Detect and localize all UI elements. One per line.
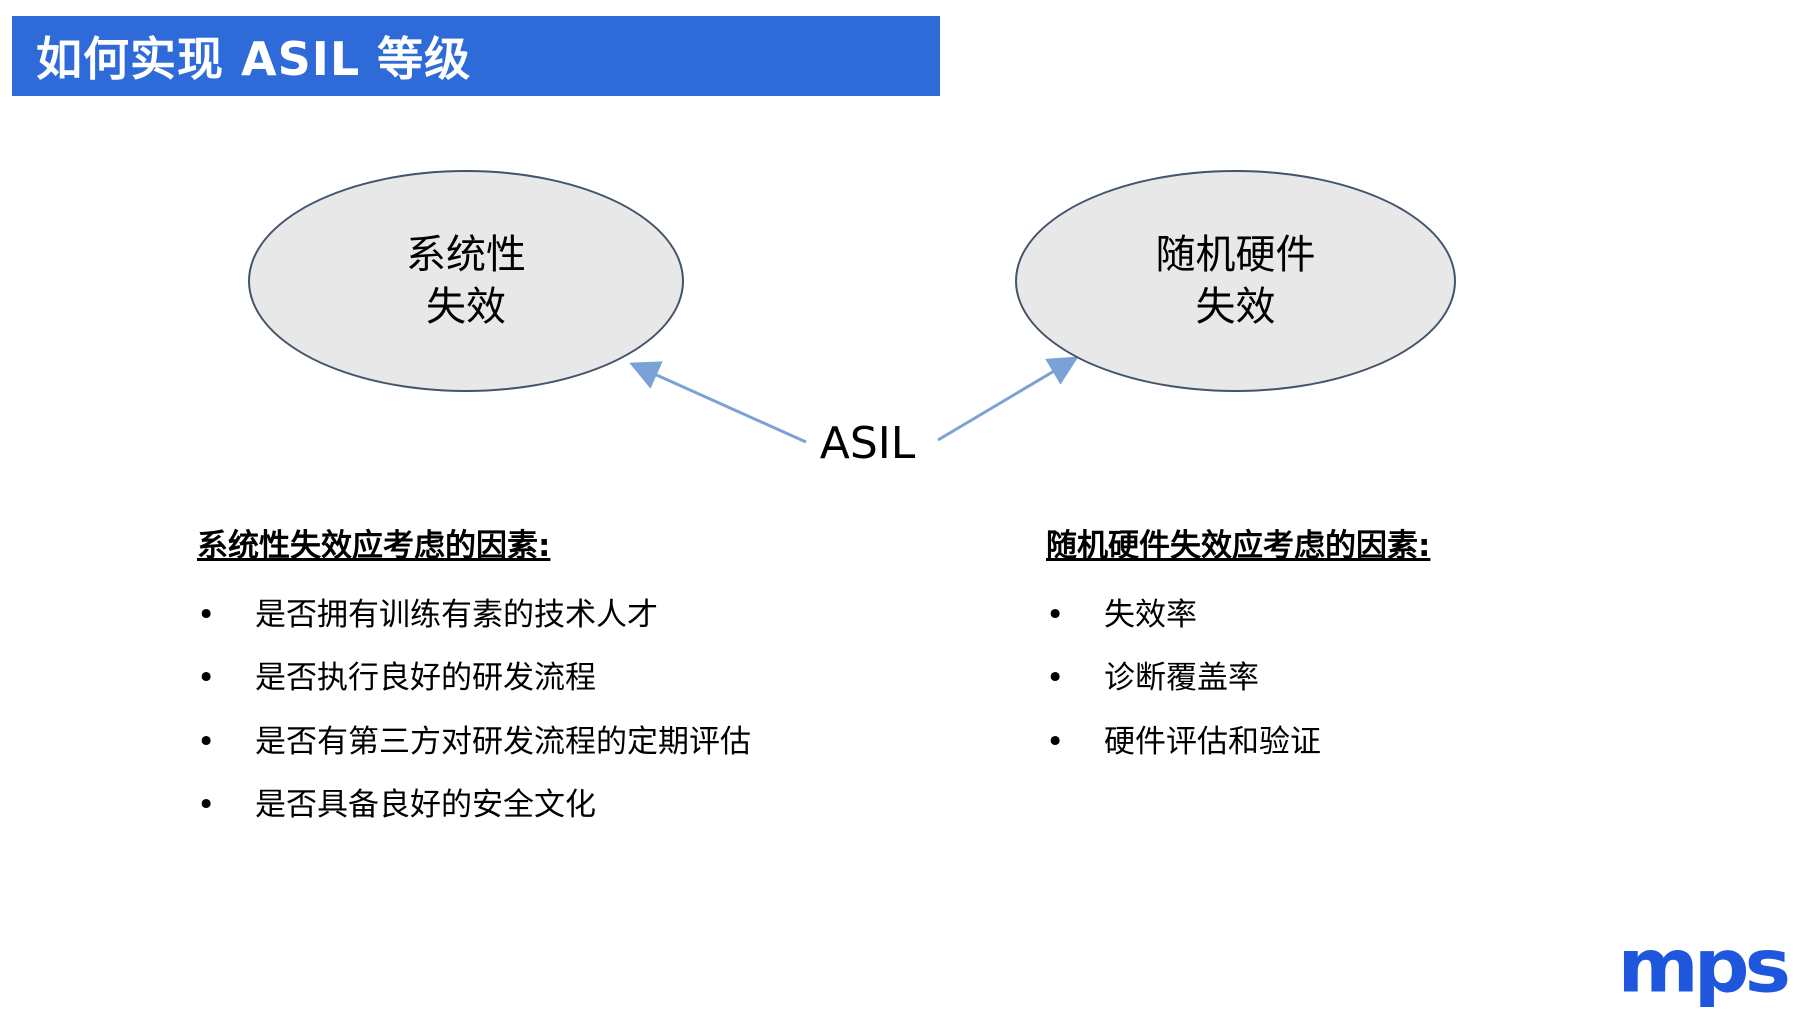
list-item: • 是否执行良好的研发流程 <box>197 658 897 698</box>
list-item-text: 硬件评估和验证 <box>1104 723 1321 760</box>
list-item: • 是否拥有训练有素的技术人才 <box>197 595 897 635</box>
list-item-text: 诊断覆盖率 <box>1104 660 1259 697</box>
random-hardware-factors-heading: 随机硬件失效应考虑的因素: <box>1046 528 1431 564</box>
arrow-to-left-ellipse-icon <box>629 361 807 444</box>
list-item: • 硬件评估和验证 <box>1046 722 1666 762</box>
systematic-failure-line1: 系统性 <box>406 232 526 278</box>
list-item-text: 失效率 <box>1104 597 1197 633</box>
bullet-icon: • <box>197 660 216 697</box>
arrow-to-right-ellipse-icon <box>937 356 1079 442</box>
bullet-icon: • <box>1046 597 1065 633</box>
mps-logo: mps <box>1617 924 1791 1010</box>
systematic-failure-line2: 失效 <box>426 284 506 330</box>
random-hardware-failure-ellipse: 随机硬件 失效 <box>1015 170 1456 392</box>
list-item-text: 是否执行良好的研发流程 <box>255 660 596 697</box>
systematic-failure-ellipse: 系统性 失效 <box>248 170 684 392</box>
random-hardware-failure-line1: 随机硬件 <box>1155 232 1316 278</box>
list-item: • 失效率 <box>1046 595 1666 635</box>
bullet-icon: • <box>197 786 216 823</box>
slide-title-bar: 如何实现 ASIL 等级 <box>12 16 940 96</box>
bullet-icon: • <box>197 723 216 760</box>
list-item: • 是否具备良好的安全文化 <box>197 785 897 825</box>
list-item-text: 是否有第三方对研发流程的定期评估 <box>255 723 751 760</box>
bullet-icon: • <box>1046 723 1065 760</box>
bullet-icon: • <box>1046 660 1065 697</box>
list-item: • 是否有第三方对研发流程的定期评估 <box>197 722 897 762</box>
list-item-text: 是否拥有训练有素的技术人才 <box>255 597 658 633</box>
list-item: • 诊断覆盖率 <box>1046 658 1666 698</box>
list-item-text: 是否具备良好的安全文化 <box>255 786 596 823</box>
random-hardware-factors-list: 随机硬件失效应考虑的因素: • 失效率 • 诊断覆盖率 • 硬件评估和验证 <box>1046 520 1666 785</box>
random-hardware-failure-line2: 失效 <box>1195 284 1276 330</box>
systematic-factors-list: 系统性失效应考虑的因素: • 是否拥有训练有素的技术人才 • 是否执行良好的研发… <box>197 520 897 848</box>
systematic-factors-heading: 系统性失效应考虑的因素: <box>197 528 551 564</box>
bullet-icon: • <box>197 597 216 633</box>
page-title: 如何实现 ASIL 等级 <box>36 32 472 86</box>
asil-label: ASIL <box>819 418 916 469</box>
